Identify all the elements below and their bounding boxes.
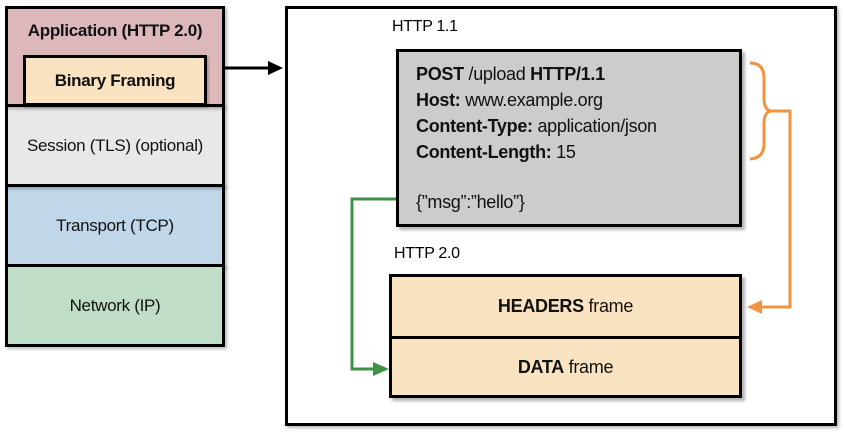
request-path: /upload — [463, 64, 531, 84]
stack-to-panel-arrow — [225, 61, 283, 75]
content-length-key: Content-Length: — [416, 142, 552, 162]
transport-label: Transport (TCP) — [56, 215, 174, 235]
session-label: Session (TLS) (optional) — [26, 135, 204, 155]
data-frame-rest: frame — [563, 356, 614, 377]
layer-session: Session (TLS) (optional) — [5, 104, 225, 187]
host-key: Host: — [416, 90, 461, 110]
host-value: www.example.org — [460, 90, 603, 110]
http11-request-box: POST /upload HTTP/1.1 Host: www.example.… — [396, 49, 742, 227]
request-line-content-length: Content-Length: 15 — [416, 139, 729, 165]
headers-frame: HEADERS frame — [392, 277, 739, 336]
content-type-key: Content-Type: — [416, 116, 533, 136]
request-body: {”msg”:”hello”} — [416, 192, 525, 212]
network-label: Network (IP) — [69, 295, 161, 315]
application-label: Application (HTTP 2.0) — [27, 21, 203, 40]
data-frame-bold: DATA — [517, 356, 564, 377]
framing-panel: HTTP 1.1 POST /upload HTTP/1.1 Host: www… — [285, 6, 837, 426]
request-line-content-type: Content-Type: application/json — [416, 113, 729, 139]
layer-network: Network (IP) — [5, 264, 225, 347]
layer-transport: Transport (TCP) — [5, 184, 225, 267]
http20-label: HTTP 2.0 — [394, 245, 460, 262]
headers-frame-rest: frame — [583, 296, 634, 316]
content-type-value: application/json — [532, 116, 657, 136]
request-version: HTTP/1.1 — [530, 64, 605, 84]
content-length-value: 15 — [551, 142, 576, 162]
http11-label: HTTP 1.1 — [392, 18, 458, 35]
request-line-start: POST /upload HTTP/1.1 — [416, 61, 729, 87]
binary-framing-label: Binary Framing — [54, 70, 176, 90]
protocol-stack: Application (HTTP 2.0) Binary Framing Se… — [5, 6, 225, 347]
layer-application: Application (HTTP 2.0) Binary Framing — [5, 6, 225, 107]
request-method: POST — [416, 64, 464, 84]
request-line-host: Host: www.example.org — [416, 87, 729, 113]
binary-framing-box: Binary Framing — [23, 55, 207, 106]
data-frame: DATA frame — [392, 336, 739, 395]
http2-frames-box: HEADERS frame DATA frame — [389, 274, 742, 398]
headers-frame-bold: HEADERS — [497, 296, 584, 316]
